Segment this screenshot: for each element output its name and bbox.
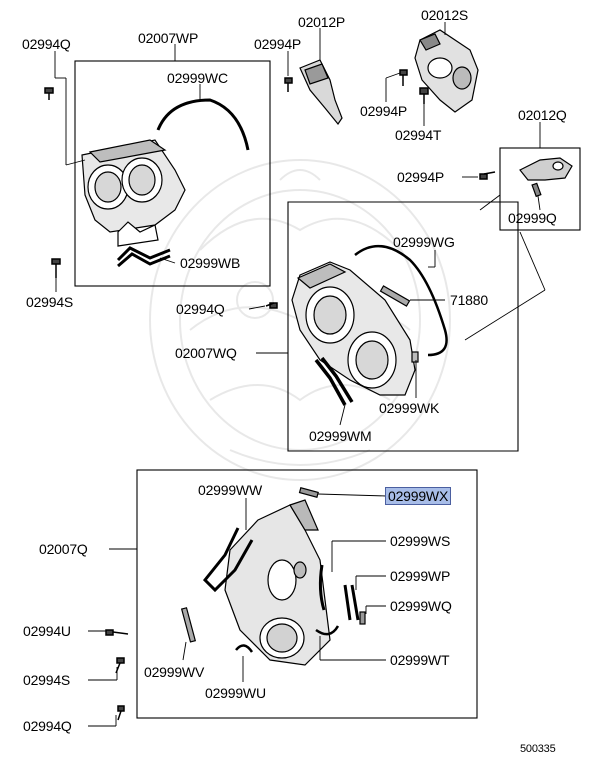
label-02999wq[interactable]: 02999WQ — [390, 598, 452, 614]
bolt-02994p-right[interactable] — [479, 171, 496, 180]
seal-02999wt[interactable] — [315, 625, 340, 636]
bolt-02994q-bot[interactable] — [117, 705, 125, 721]
bolt-02994p-top[interactable] — [284, 77, 293, 92]
label-02999wx[interactable]: 02999WX — [384, 487, 452, 505]
label-02999ws[interactable]: 02999WS — [390, 533, 451, 549]
group-box-02007q — [136, 469, 478, 719]
bolt-02994p-mid[interactable] — [399, 69, 408, 86]
label-02994p-mid[interactable]: 02994P — [360, 103, 408, 119]
seal-02999q[interactable] — [531, 182, 542, 198]
seal-02999wu[interactable] — [235, 644, 254, 653]
label-02999q[interactable]: 02999Q — [508, 210, 557, 226]
seal-02999ws[interactable] — [318, 564, 326, 611]
bolt-02994u[interactable] — [105, 629, 129, 636]
label-02007wq[interactable]: 02007WQ — [175, 345, 237, 361]
label-02994q-mid[interactable]: 02994Q — [176, 301, 225, 317]
catalog-number: 500335 — [520, 743, 556, 755]
label-02999wv[interactable]: 02999WV — [144, 664, 205, 680]
label-02999wu[interactable]: 02999WU — [205, 685, 266, 701]
label-02999wk[interactable]: 02999WK — [379, 400, 440, 416]
seal-02999wb[interactable] — [116, 246, 171, 268]
label-02007wp[interactable]: 02007WP — [138, 30, 199, 46]
seal-02999ww[interactable] — [202, 527, 254, 593]
label-02012s[interactable]: 02012S — [421, 7, 469, 23]
seal-02999wk[interactable] — [411, 351, 419, 363]
group-box-02007wq — [287, 201, 519, 452]
label-02007q[interactable]: 02007Q — [39, 541, 88, 557]
bolt-02994s-top[interactable] — [51, 258, 61, 278]
label-02994s-bot[interactable]: 02994S — [23, 672, 71, 688]
gasket-02999wc[interactable] — [156, 98, 250, 151]
seal-02999wx[interactable] — [298, 487, 319, 498]
label-02994q-bot[interactable]: 02994Q — [23, 718, 72, 734]
label-02999ww[interactable]: 02999WW — [198, 482, 262, 498]
gasket-02999wg[interactable] — [354, 244, 448, 357]
label-02999wb[interactable]: 02999WB — [180, 255, 241, 271]
bracket-02012p[interactable] — [299, 59, 343, 126]
bracket-02012s[interactable] — [414, 29, 479, 113]
label-02999wt[interactable]: 02999WT — [390, 652, 450, 668]
label-02994p-top[interactable]: 02994P — [254, 36, 302, 52]
bolt-02994q-mid[interactable] — [265, 302, 278, 309]
label-02994p-right[interactable]: 02994P — [397, 169, 445, 185]
label-02994q-top[interactable]: 02994Q — [22, 36, 71, 52]
bracket-02012q[interactable] — [519, 157, 573, 181]
seal-02999wm[interactable] — [314, 356, 354, 406]
label-02999wp[interactable]: 02999WP — [390, 568, 451, 584]
seal-71880[interactable] — [379, 285, 411, 307]
label-02994u[interactable]: 02994U — [23, 623, 71, 639]
timing-cover-upper-left[interactable] — [81, 139, 186, 247]
timing-cover-middle[interactable] — [291, 261, 416, 396]
seal-02999wv[interactable] — [180, 607, 197, 643]
connector-lines — [464, 194, 546, 341]
label-71880[interactable]: 71880 — [450, 292, 488, 308]
label-02999wg[interactable]: 02999WG — [393, 234, 455, 250]
timing-cover-lower[interactable] — [224, 499, 331, 666]
leader-lines — [54, 22, 541, 727]
group-box-02007wp — [74, 60, 271, 287]
seal-02999wp[interactable] — [343, 584, 360, 621]
label-02999wm[interactable]: 02999WM — [309, 428, 372, 444]
label-02999wc[interactable]: 02999WC — [167, 70, 228, 86]
label-02994t[interactable]: 02994T — [395, 127, 442, 143]
bolt-02994q-top[interactable] — [44, 87, 54, 100]
label-02994s-top[interactable]: 02994S — [26, 294, 74, 310]
label-02012q[interactable]: 02012Q — [518, 107, 567, 123]
seal-02999wq[interactable] — [359, 611, 366, 625]
bolt-02994t[interactable] — [419, 87, 429, 104]
label-02012p[interactable]: 02012P — [298, 14, 346, 30]
